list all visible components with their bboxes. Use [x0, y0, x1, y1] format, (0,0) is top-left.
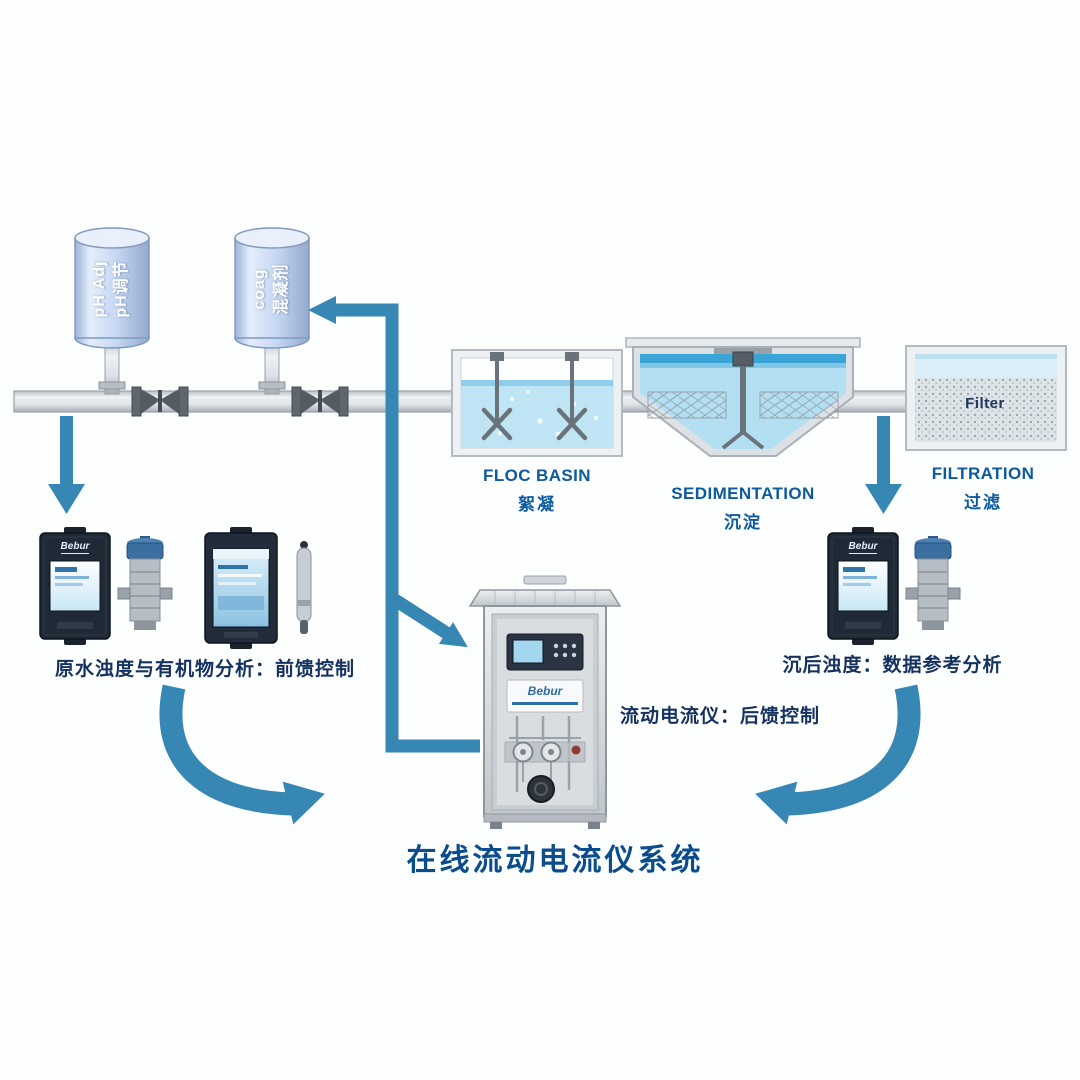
left-swoosh-arrow-icon — [159, 684, 325, 825]
left-analysis-caption: 原水浊度与有机物分析：前馈控制 — [54, 659, 355, 680]
system-title: 在线流动电流仪系统 — [406, 844, 704, 877]
filter-media-label: Filter — [965, 395, 1005, 412]
filtration-label-zh: 过滤 — [964, 493, 1002, 512]
left-controller-1 — [39, 527, 111, 645]
cabinet-controller-icon — [506, 633, 584, 671]
floc-basin-label: FLOC BASIN 絮凝 — [452, 466, 622, 515]
control-lines — [48, 296, 902, 753]
right-sample-arrow-icon — [865, 416, 902, 514]
left-sample-arrow-icon — [48, 416, 85, 514]
ph-tank-label-zh: pH调节 — [113, 260, 130, 318]
coag-tank-label: coag 混凝剂 — [249, 229, 295, 349]
left-probe-sensor — [296, 541, 312, 634]
right-flow-cell-sensor — [905, 536, 961, 630]
measuring-cell-icon — [527, 775, 555, 803]
filtration-label-en: FILTRATION — [931, 464, 1035, 483]
left-controller-2 — [204, 527, 278, 649]
coag-tank-label-en: coag — [251, 268, 268, 310]
coagulant-tank — [234, 227, 310, 349]
lamella-modules — [647, 391, 839, 419]
filtration-unit — [905, 345, 1067, 451]
cabinet-brand: Bebur — [527, 684, 563, 698]
arrow-to-cabinet-icon — [438, 622, 468, 648]
right-swoosh-arrow-icon — [755, 684, 921, 825]
ph-tank-label: pH Adj pH调节 — [89, 229, 135, 349]
left-controller-brand: Bebur — [60, 541, 90, 554]
static-mixer-2 — [291, 386, 349, 417]
right-analysis-caption: 沉后浊度：数据参考分析 — [782, 655, 1003, 676]
analyzer-cabinet — [468, 575, 622, 829]
ph-tank — [74, 227, 150, 349]
floc-basin — [451, 349, 623, 457]
ph-tank-label-en: pH Adj — [91, 260, 108, 318]
static-mixer-1 — [131, 386, 189, 417]
filtration-label: FILTRATION 过滤 — [900, 464, 1066, 513]
right-controller-brand: Bebur — [848, 541, 878, 554]
coag-tank-label-zh: 混凝剂 — [273, 263, 290, 315]
floc-basin-label-en: FLOC BASIN — [483, 466, 591, 485]
sedimentation-label-en: SEDIMENTATION — [671, 484, 815, 503]
sedimentation-label-zh: 沉淀 — [724, 513, 762, 532]
floc-mixer-icon — [481, 352, 588, 441]
sedimentation-label: SEDIMENTATION 沉淀 — [626, 484, 860, 533]
right-controller — [827, 527, 899, 645]
arrow-to-coag-icon — [308, 296, 336, 324]
cabinet-caption: 流动电流仪：后馈控制 — [620, 706, 821, 727]
floc-basin-label-zh: 絮凝 — [518, 495, 556, 514]
scraper-drive-icon — [714, 348, 772, 450]
sedimentation-basin — [625, 337, 861, 457]
dosing-pump-icons — [512, 741, 581, 763]
left-flow-cell-sensor — [117, 536, 173, 630]
